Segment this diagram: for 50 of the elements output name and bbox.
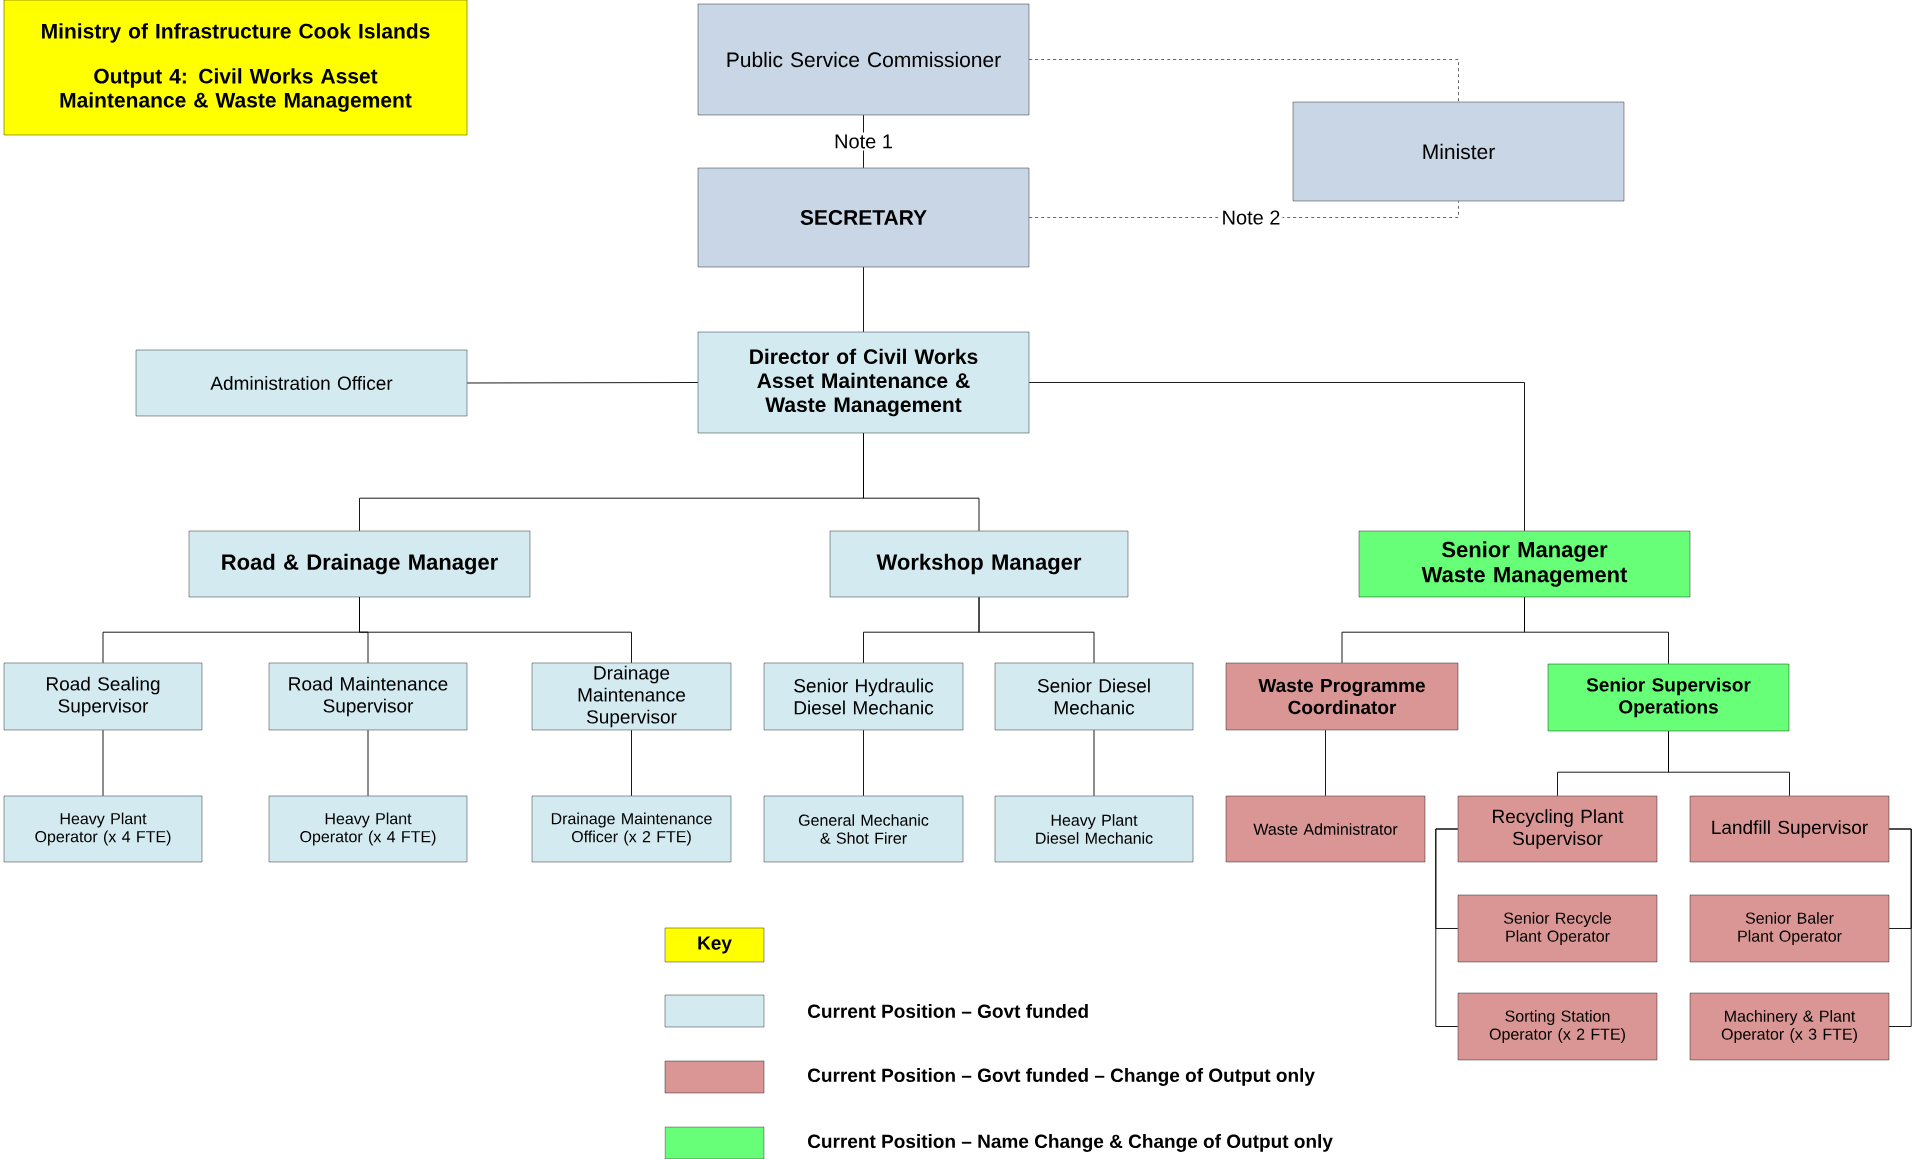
connector-line <box>102 729 104 797</box>
connector-line <box>466 382 699 384</box>
legend-label: Current Position – Name Change & Change of Output only <box>808 1134 1333 1152</box>
connector-line <box>359 596 632 664</box>
position-box: Road & Drainage Manager <box>188 530 531 598</box>
connector-line <box>1028 382 1525 532</box>
position-box: Machinery & Plant Operator (x 3 FTE) <box>1689 992 1890 1061</box>
position-box: Senior Recycle Plant Operator <box>1457 894 1658 963</box>
edge-label: Note 2 <box>1219 208 1283 227</box>
legend-label: Current Position – Govt funded – Change of Output only <box>808 1068 1315 1086</box>
position-box: Director of Civil Works Asset Maintenance & Waste Management <box>697 331 1030 434</box>
connector-line <box>631 729 632 797</box>
position-box: Drainage Maintenance Officer (x 2 FTE) <box>531 795 732 863</box>
position-box: Senior Supervisor Operations <box>1547 663 1790 732</box>
connector-line <box>367 729 369 797</box>
position-box: Senior Manager Waste Management <box>1358 530 1691 598</box>
key-box: Key <box>664 927 765 963</box>
connector-line <box>978 596 1095 664</box>
position-box: Administration Officer <box>135 349 468 417</box>
position-box: Road Sealing Supervisor <box>3 662 203 731</box>
position-box: Heavy Plant Operator (x 4 FTE) <box>268 795 468 863</box>
title-box: Ministry of Infrastructure Cook Islands Output 4: Civil Works Asset Maintenance & Waste Management <box>3 0 468 136</box>
position-box: Senior Diesel Mechanic <box>994 662 1194 731</box>
position-box: Minister <box>1292 101 1625 202</box>
position-box: Landfill Supervisor <box>1689 795 1890 863</box>
position-box: Heavy Plant Operator (x 4 FTE) <box>3 795 203 863</box>
position-box: Workshop Manager <box>829 530 1129 598</box>
connector-line <box>1888 828 1912 1027</box>
edge-label: Note 1 <box>832 132 895 151</box>
position-box: Waste Programme Coordinator <box>1225 662 1459 731</box>
connector-line <box>1093 729 1095 797</box>
position-box: Heavy Plant Diesel Mechanic <box>994 795 1194 863</box>
connector-line <box>1524 596 1669 665</box>
connector-line <box>1325 729 1326 797</box>
position-box: Public Service Commissioner <box>697 3 1030 116</box>
position-box: Drainage Maintenance Supervisor <box>531 662 732 731</box>
position-box: Sorting Station Operator (x 2 FTE) <box>1457 992 1658 1061</box>
connector-line <box>863 729 864 797</box>
legend-label: Current Position – Govt funded <box>808 1004 1088 1018</box>
connector-line <box>1668 730 1790 797</box>
position-box: Senior Hydraulic Diesel Mechanic <box>763 662 964 731</box>
position-box: SECRETARY <box>697 167 1030 268</box>
connector-line <box>863 266 864 333</box>
position-box: General Mechanic & Shot Firer <box>763 795 964 863</box>
position-box: Waste Administrator <box>1225 795 1426 863</box>
connector-line <box>863 432 980 532</box>
position-box: Senior Baler Plant Operator <box>1689 894 1890 963</box>
position-box: Recycling Plant Supervisor <box>1457 795 1658 863</box>
position-box: Road Maintenance Supervisor <box>268 662 468 731</box>
connector-line <box>1435 828 1459 1027</box>
